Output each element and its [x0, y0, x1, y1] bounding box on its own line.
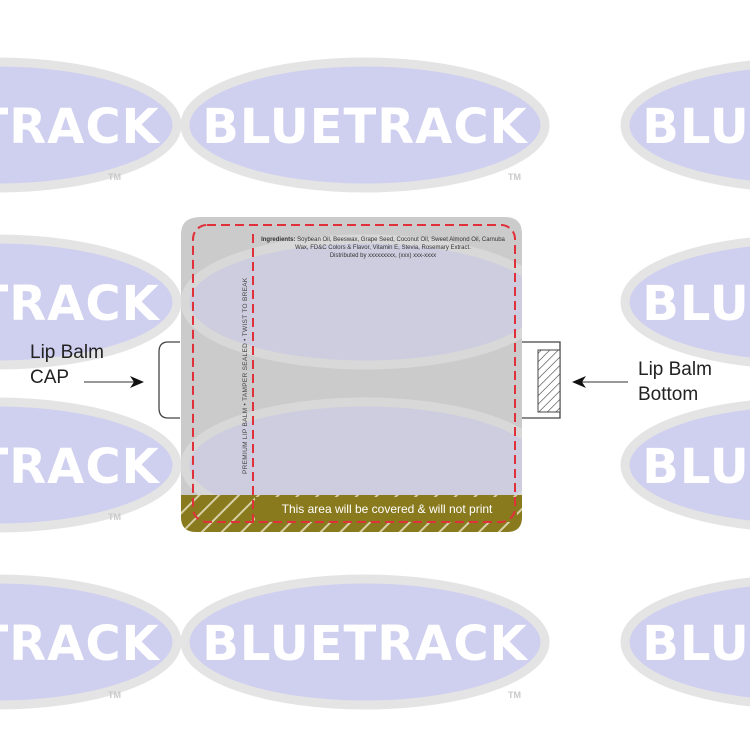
svg-text:BLUETRACK: BLUETRACK [642, 276, 750, 332]
svg-text:BLUETRACK: BLUETRACK [202, 99, 528, 155]
trademark-mark: TM [508, 690, 521, 700]
watermark-logo: BLUETRACK [180, 55, 550, 195]
svg-text:BLUETRACK: BLUETRACK [0, 276, 161, 332]
watermark-logo: BLUETRACK [0, 395, 182, 535]
svg-text:BLUETRACK: BLUETRACK [0, 439, 161, 495]
watermark-logo: BLUETRACK [0, 572, 182, 712]
bottom-label: Lip Balm Bottom [638, 357, 712, 407]
watermark-logo: BLUETRACK [180, 572, 550, 712]
watermark-logo: BLUETRACK [620, 572, 750, 712]
ingredients-text: Ingredients: Soybean Oil, Beeswax, Grape… [258, 236, 508, 260]
svg-text:BLUETRACK: BLUETRACK [642, 439, 750, 495]
svg-text:BLUETRACK: BLUETRACK [0, 616, 161, 672]
safe-area-outline [192, 224, 516, 523]
cap-label: Lip Balm CAP [30, 340, 104, 390]
bottom-piece [522, 341, 561, 419]
trademark-mark: TM [108, 690, 121, 700]
bottom-arrowhead [572, 376, 586, 388]
cap-arrowhead [130, 376, 144, 388]
distributed-by: Distributed by xxxxxxxxx, (xxx) xxx-xxxx [329, 253, 437, 259]
watermark-logo: BLUETRACK [0, 232, 182, 372]
trademark-mark: TM [108, 512, 121, 522]
ingredients-title: Ingredients: [261, 237, 296, 243]
svg-text:BLUETRACK: BLUETRACK [0, 99, 161, 155]
watermark-logo: BLUETRACK [620, 395, 750, 535]
bottom-label-line1: Lip Balm [638, 359, 712, 380]
svg-text:BLUETRACK: BLUETRACK [202, 616, 528, 672]
vertical-label-text: PREMIUM LIP BALM • TAMPER SEALED • TWIST… [242, 277, 249, 474]
trademark-mark: TM [108, 172, 121, 182]
trademark-mark: TM [508, 172, 521, 182]
cover-band [181, 495, 522, 532]
watermark-logo: BLUETRACK [620, 55, 750, 195]
svg-text:BLUETRACK: BLUETRACK [642, 99, 750, 155]
ingredients-body: Soybean Oil, Beeswax, Grape Seed, Coconu… [295, 237, 505, 251]
cap-bracket [158, 341, 180, 419]
cap-label-line2: CAP [30, 367, 70, 388]
bottom-label-line2: Bottom [638, 384, 699, 405]
watermark-logo: BLUETRACK [0, 55, 182, 195]
cap-label-line1: Lip Balm [30, 342, 104, 363]
watermark-logo: BLUETRACK [620, 232, 750, 372]
cover-note: This area will be covered & will not pri… [281, 502, 493, 516]
svg-text:BLUETRACK: BLUETRACK [642, 616, 750, 672]
